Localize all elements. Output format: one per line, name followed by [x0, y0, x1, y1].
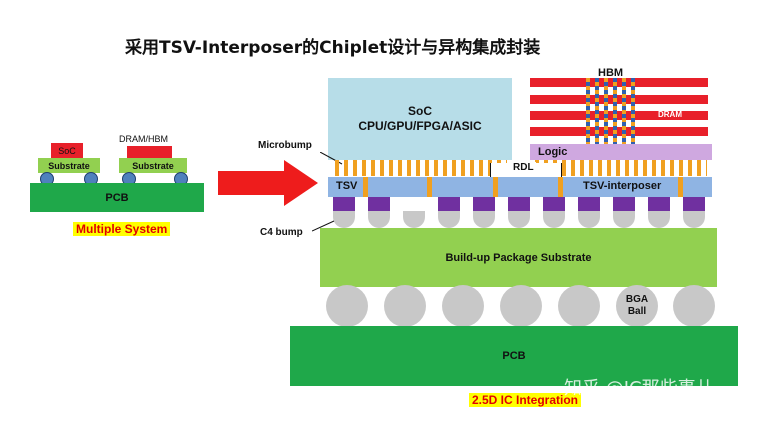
c4-bump [333, 211, 355, 228]
left-dram-chip [127, 146, 172, 158]
bga-ball-label: Ball [627, 306, 647, 317]
bga-ball: BGA Ball [616, 285, 658, 327]
rdl-label: RDL [511, 162, 536, 173]
c4-bump [578, 211, 600, 228]
hbm-tsv-column [604, 78, 608, 144]
package-substrate: Build-up Package Substrate [320, 228, 717, 287]
bga-ball [673, 285, 715, 327]
hbm-tsv-column [631, 78, 635, 144]
hbm-tsv-column [595, 78, 599, 144]
bga-ball [500, 285, 542, 327]
microbump-row-hbm [535, 160, 707, 176]
watermark: 知乎 @IC那些事儿 [564, 378, 714, 399]
bga-ball [442, 285, 484, 327]
left-soc-chip: SoC [51, 143, 83, 158]
bga-ball [558, 285, 600, 327]
c4-bump [648, 211, 670, 228]
right-pcb: PCB [290, 326, 738, 386]
c4-bump [683, 211, 705, 228]
cu-pillar [473, 197, 495, 213]
c4-bump [508, 211, 530, 228]
left-substrate-2: Substrate [119, 158, 187, 173]
c4-bump-label: C4 bump [260, 227, 303, 238]
soc-die: SoC CPU/GPU/FPGA/ASIC [328, 78, 512, 160]
multiple-system-caption-wrap: Multiple System [73, 222, 171, 236]
tsv-label: TSV [336, 180, 358, 192]
integration-caption: 2.5D IC Integration [469, 393, 582, 407]
hbm-label: HBM [598, 67, 624, 79]
dram-layer [530, 127, 708, 136]
tsv-interposer-label: TSV-interposer [583, 180, 662, 192]
bga-ball [326, 285, 368, 327]
left-pcb: PCB [30, 183, 204, 212]
cu-pillar [648, 197, 670, 213]
dram-layer [530, 95, 708, 104]
page-title: 采用TSV-Interposer的Chiplet设计与异构集成封装 [125, 38, 541, 58]
left-dram-hbm-label: DRAM/HBM [119, 134, 168, 144]
multiple-system-caption: Multiple System [73, 222, 171, 236]
bga-label: BGA [625, 294, 649, 305]
cu-pillar [578, 197, 600, 213]
microbump-row-soc [335, 160, 507, 176]
c4-bump [368, 211, 390, 228]
cu-label: Cu [405, 201, 420, 213]
cu-pillar [438, 197, 460, 213]
cu-pillar [543, 197, 565, 213]
microbump-label: Microbump [258, 140, 312, 151]
bga-ball [384, 285, 426, 327]
arrow-right-icon [218, 160, 318, 206]
tsv-interposer [328, 177, 712, 197]
left-substrate-1: Substrate [38, 158, 100, 173]
integration-caption-wrap: 2.5D IC Integration [469, 393, 582, 407]
cu-pillar [613, 197, 635, 213]
cu-pillar [683, 197, 705, 213]
dram-label: DRAM [658, 110, 682, 119]
cu-pillar [368, 197, 390, 213]
c4-bump [613, 211, 635, 228]
soc-label: SoC [408, 104, 432, 118]
hbm-tsv-column [613, 78, 617, 144]
c4-bump [473, 211, 495, 228]
interposer-tsv-via [558, 177, 563, 197]
cu-pillar [333, 197, 355, 213]
interposer-tsv-via [427, 177, 432, 197]
logic-label: Logic [538, 146, 568, 158]
c4-bump [543, 211, 565, 228]
interposer-tsv-via [678, 177, 683, 197]
cu-pillar [508, 197, 530, 213]
logic-die: Logic [530, 144, 712, 160]
interposer-tsv-via [493, 177, 498, 197]
hbm-tsv-column [586, 78, 590, 144]
soc-subtitle: CPU/GPU/FPGA/ASIC [358, 119, 482, 133]
hbm-tsv-column [622, 78, 626, 144]
c4-bump [403, 211, 425, 228]
dram-layer [530, 111, 708, 120]
c4-bump [438, 211, 460, 228]
dram-layer [530, 78, 708, 87]
c4-bump-leader-line [312, 220, 335, 232]
interposer-tsv-via [363, 177, 368, 197]
